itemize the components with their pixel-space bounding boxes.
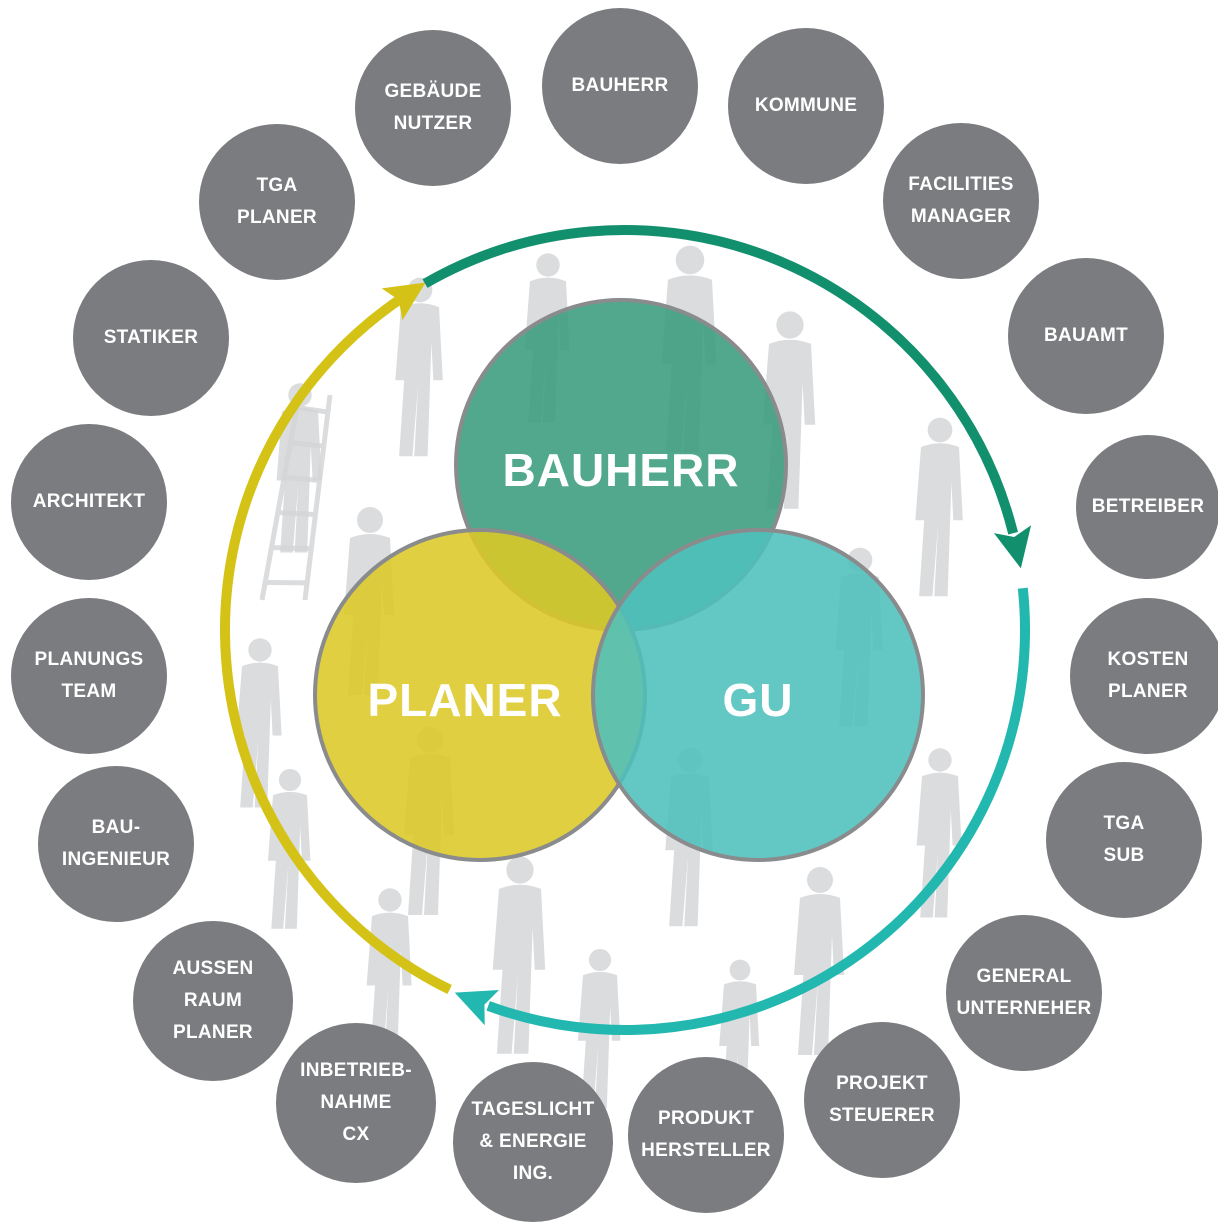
- stakeholder-label-line: BETREIBER: [1092, 491, 1205, 523]
- venn-label-planer: PLANER: [367, 673, 562, 727]
- stakeholder-label-line: BAU-: [92, 812, 141, 844]
- stakeholder-label-line: STATIKER: [104, 322, 199, 354]
- stakeholder-label-line: STEUERER: [829, 1100, 935, 1132]
- stakeholder-bauherr: BAUHERR: [542, 8, 698, 164]
- stakeholder-label-line: GENERAL: [977, 961, 1072, 993]
- stakeholder-label-line: MANAGER: [911, 201, 1011, 233]
- stakeholder-label-line: RAUM: [184, 985, 242, 1017]
- stakeholder-bau-ingenieur: BAU-INGENIEUR: [38, 766, 194, 922]
- stakeholder-label-line: TGA: [1103, 808, 1144, 840]
- stakeholder-label-line: & ENERGIE: [479, 1126, 586, 1158]
- stakeholder-label-line: CX: [343, 1119, 370, 1151]
- stakeholder-label-line: FACILITIES: [908, 169, 1013, 201]
- stakeholder-label-line: PLANUNGS: [34, 644, 143, 676]
- stakeholder-label-line: AUSSEN: [173, 953, 254, 985]
- person-silhouette: [915, 418, 963, 597]
- stakeholder-label-line: TAGESLICHT: [472, 1094, 595, 1126]
- stakeholder-bauamt: BAUAMT: [1008, 258, 1164, 414]
- venn-label-bauherr: BAUHERR: [503, 443, 740, 497]
- stakeholder-label-line: PLANER: [1108, 676, 1188, 708]
- stakeholder-label-line: HERSTELLER: [641, 1135, 771, 1167]
- stakeholder-label-line: PLANER: [173, 1017, 253, 1049]
- stakeholder-label-line: NAHME: [320, 1087, 391, 1119]
- stakeholder-label-line: UNTERNEHER: [957, 993, 1092, 1025]
- stakeholder-label-line: PRODUKT: [658, 1103, 754, 1135]
- stakeholder-label-line: BAUHERR: [571, 70, 668, 102]
- stakeholder-label-line: PLANER: [237, 202, 317, 234]
- stakeholder-label-line: KOMMUNE: [755, 90, 857, 122]
- stakeholder-label-line: KOSTEN: [1108, 644, 1189, 676]
- stakeholder-label-line: TEAM: [61, 676, 116, 708]
- stakeholder-label-line: PROJEKT: [836, 1068, 928, 1100]
- teal-arrowhead: [448, 975, 499, 1025]
- stakeholder-betreiber: BETREIBER: [1076, 435, 1218, 579]
- stakeholder-label-line: BAUAMT: [1044, 320, 1128, 352]
- venn-label-gu: GU: [723, 673, 794, 727]
- stakeholder-label-line: ARCHITEKT: [33, 486, 145, 518]
- stakeholder-label-line: NUTZER: [394, 108, 473, 140]
- stakeholder-label-line: SUB: [1103, 840, 1144, 872]
- stakeholder-kommune: KOMMUNE: [728, 28, 884, 184]
- person-silhouette: [794, 867, 844, 1055]
- stakeholder-architekt: ARCHITEKT: [11, 424, 167, 580]
- stakeholder-label-line: TGA: [256, 170, 297, 202]
- stakeholder-label-line: INGENIEUR: [62, 844, 170, 876]
- stakeholder-statiker: STATIKER: [73, 260, 229, 416]
- stakeholder-label-line: INBETRIEB-: [300, 1055, 412, 1087]
- stakeholder-label-line: GEBÄUDE: [384, 76, 481, 108]
- stakeholder-label-line: ING.: [513, 1158, 553, 1190]
